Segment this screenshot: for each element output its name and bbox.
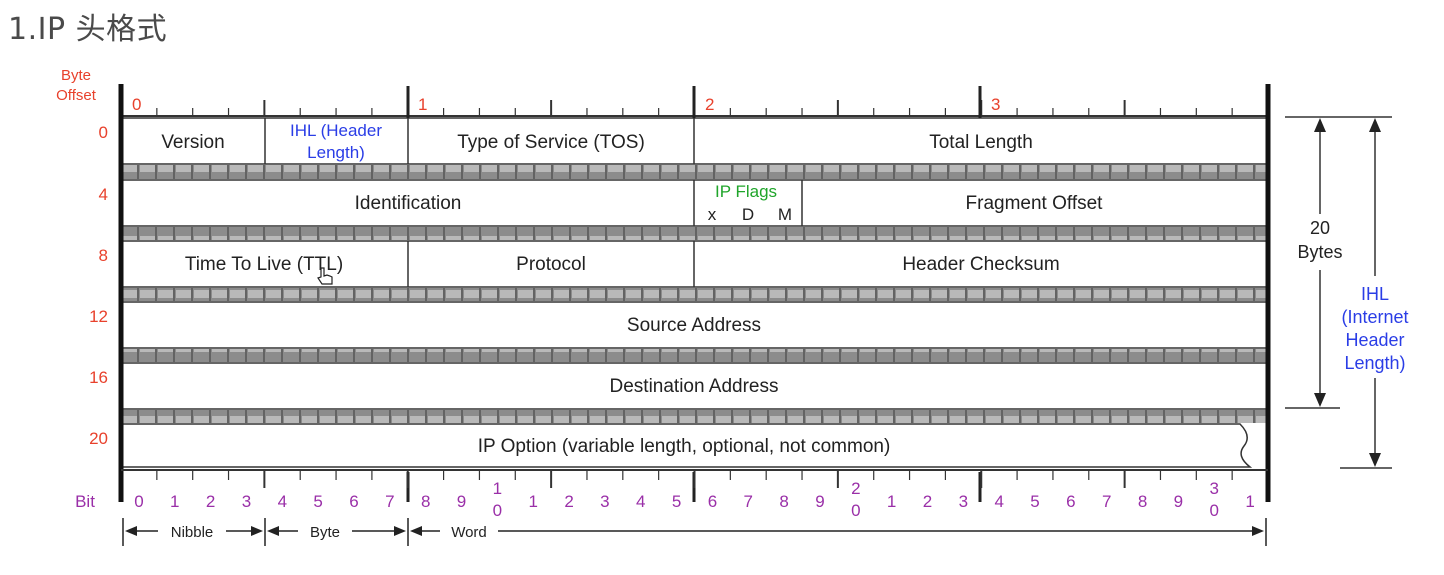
field-ihl-line2: Length) <box>307 143 365 162</box>
right-ihl-line3: Header <box>1345 330 1404 350</box>
field-ip-option: IP Option (variable length, optional, no… <box>478 436 891 457</box>
bit-number: 4 <box>278 492 287 511</box>
bit-number: 0 <box>851 501 860 520</box>
flag-x: x <box>708 205 717 224</box>
row-offset-20: 20 <box>89 429 108 448</box>
row-offset-4: 4 <box>99 185 108 204</box>
bit-number: 1 <box>493 479 502 498</box>
right-ihl-line4: Length) <box>1344 353 1405 373</box>
bit-number: 7 <box>385 492 394 511</box>
bit-number: 9 <box>1174 492 1183 511</box>
byte-offset-label-1: Byte <box>61 67 91 84</box>
bit-number: 8 <box>1138 492 1147 511</box>
bit-number: 2 <box>564 492 573 511</box>
right-ihl-line2: (Internet <box>1341 307 1408 327</box>
row-offset-12: 12 <box>89 307 108 326</box>
bit-number: 0 <box>1210 501 1219 520</box>
field-fragment-offset: Fragment Offset <box>966 193 1104 214</box>
separator-bands <box>121 165 1268 423</box>
bit-label: Bit <box>75 492 95 511</box>
hand-cursor-icon <box>317 267 333 285</box>
right-20-bytes-line1: 20 <box>1310 218 1330 238</box>
arrow-down-20b <box>1314 393 1326 407</box>
arrow-down-ihl <box>1369 453 1381 467</box>
bit-number: 3 <box>242 492 251 511</box>
bit-number: 6 <box>1066 492 1075 511</box>
bit-number: 7 <box>1102 492 1111 511</box>
bit-number: 6 <box>708 492 717 511</box>
page-title: 1.IP 头格式 <box>8 12 168 47</box>
byte-marker-0: 0 <box>132 95 141 114</box>
row-4-box <box>120 362 1269 410</box>
field-identification: Identification <box>355 193 462 214</box>
field-destination-address: Destination Address <box>610 376 779 397</box>
right-20-bytes-line2: Bytes <box>1297 242 1342 262</box>
bit-number: 2 <box>851 479 860 498</box>
bit-number: 3 <box>959 492 968 511</box>
row-offset-0: 0 <box>99 123 108 142</box>
field-protocol: Protocol <box>516 254 586 275</box>
bit-number: 9 <box>815 492 824 511</box>
row-offset-16: 16 <box>89 368 108 387</box>
field-header-checksum: Header Checksum <box>902 254 1059 275</box>
bit-number: 8 <box>779 492 788 511</box>
field-ihl-line1: IHL (Header <box>290 121 382 140</box>
byte-marker-2: 2 <box>705 95 714 114</box>
byte-marker-1: 1 <box>418 95 427 114</box>
flag-d: D <box>742 205 754 224</box>
flag-m: M <box>778 205 792 224</box>
bit-number: 5 <box>1030 492 1039 511</box>
arrow-up-20b <box>1314 118 1326 132</box>
bit-number: 4 <box>636 492 645 511</box>
bit-number: 1 <box>528 492 537 511</box>
bit-number: 5 <box>313 492 322 511</box>
field-source-address: Source Address <box>627 315 761 336</box>
field-total-length: Total Length <box>929 132 1033 153</box>
bit-number: 3 <box>1210 479 1219 498</box>
field-ip-flags: IP Flags <box>715 182 777 201</box>
row-offset-8: 8 <box>99 246 108 265</box>
bit-number: 1 <box>170 492 179 511</box>
byte-offset-label-2: Offset <box>56 87 97 104</box>
bit-number: 0 <box>493 501 502 520</box>
bottom-ruler <box>121 469 1268 488</box>
bit-number: 6 <box>349 492 358 511</box>
bit-number: 3 <box>600 492 609 511</box>
row-3-box <box>120 301 1269 349</box>
bit-number: 1 <box>1245 492 1254 511</box>
bit-number: 2 <box>206 492 215 511</box>
bit-number: 7 <box>744 492 753 511</box>
bit-number: 5 <box>672 492 681 511</box>
byte-marker-3: 3 <box>991 95 1000 114</box>
bit-number: 0 <box>134 492 143 511</box>
unit-nibble: Nibble <box>171 524 214 541</box>
row-5-box <box>120 423 1253 468</box>
bit-number: 8 <box>421 492 430 511</box>
right-ihl-line1: IHL <box>1361 284 1389 304</box>
field-tos: Type of Service (TOS) <box>457 132 645 153</box>
field-ttl: Time To Live (TTL) <box>185 254 343 275</box>
arrow-up-ihl <box>1369 118 1381 132</box>
bit-number: 9 <box>457 492 466 511</box>
bit-number: 1 <box>887 492 896 511</box>
bit-number: 4 <box>994 492 1003 511</box>
field-version: Version <box>161 132 224 153</box>
unit-word: Word <box>451 524 487 541</box>
bit-number: 2 <box>923 492 932 511</box>
unit-byte: Byte <box>310 524 340 541</box>
